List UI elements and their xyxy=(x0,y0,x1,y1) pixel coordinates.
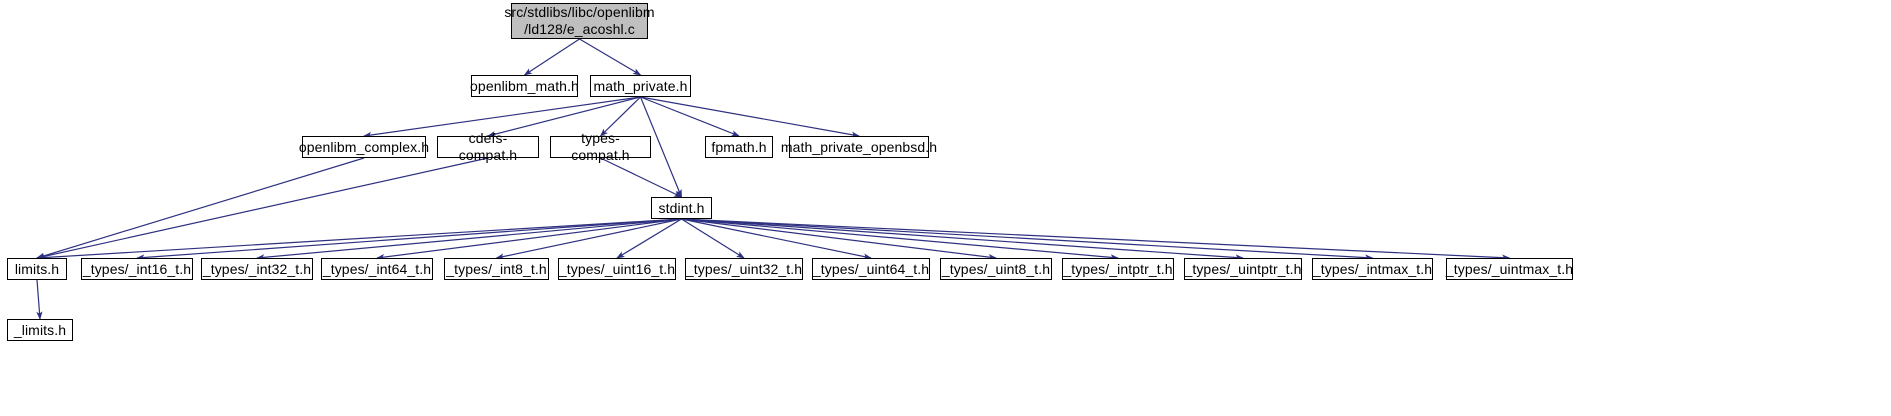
graph-edge-stdint-to-int8 xyxy=(495,218,682,260)
graph-node-label: _types/_uint8_t.h xyxy=(941,260,1051,277)
graph-edge-limits-to-_limits xyxy=(36,279,43,320)
graph-node-label: _types/_int16_t.h xyxy=(82,260,192,277)
graph-node-label: limits.h xyxy=(14,260,60,277)
graph-node-label: _types/_uint32_t.h xyxy=(685,260,803,277)
graph-node-limits[interactable]: limits.h xyxy=(7,258,67,280)
graph-node-label: _types/_intmax_t.h xyxy=(1312,260,1433,277)
graph-edge-stdint-to-int16 xyxy=(136,218,682,261)
graph-node-label: stdint.h xyxy=(658,199,705,216)
graph-node-uintptr[interactable]: _types/_uintptr_t.h xyxy=(1184,258,1302,280)
graph-node-math_private[interactable]: math_private.h xyxy=(590,75,691,97)
graph-node-intmax[interactable]: _types/_intmax_t.h xyxy=(1312,258,1433,280)
graph-edge-types_compat-to-stdint xyxy=(600,157,683,198)
graph-node-types_compat[interactable]: types-compat.h xyxy=(550,130,651,163)
graph-node-label: cdefs-compat.h xyxy=(458,130,518,163)
graph-edge-stdint-to-uint64 xyxy=(681,218,872,260)
graph-edge-openlibm_complex-to-limits xyxy=(36,157,365,259)
graph-node-label: openlibm_math.h xyxy=(470,77,579,94)
graph-node-int32[interactable]: _types/_int32_t.h xyxy=(201,258,313,280)
graph-edge-stdint-to-int64 xyxy=(376,218,682,261)
graph-node-label: openlibm_complex.h xyxy=(298,138,430,155)
graph-node-label: types-compat.h xyxy=(571,130,630,163)
graph-node-uint32[interactable]: _types/_uint32_t.h xyxy=(685,258,803,280)
graph-node-label: _types/_int32_t.h xyxy=(202,260,312,277)
graph-edge-stdint-to-limits xyxy=(36,218,682,261)
graph-edge-stdint-to-uint8 xyxy=(681,218,997,261)
graph-node-_limits[interactable]: _limits.h xyxy=(7,319,73,341)
graph-edge-stdint-to-uintptr xyxy=(681,218,1244,261)
graph-node-label: _types/_intptr_t.h xyxy=(1063,260,1173,277)
graph-node-stdint[interactable]: stdint.h xyxy=(651,197,712,219)
graph-node-math_private_obsd[interactable]: math_private_openbsd.h xyxy=(781,136,937,158)
graph-edge-stdint-to-uint32 xyxy=(681,218,745,259)
graph-node-int64[interactable]: _types/_int64_t.h xyxy=(321,258,433,280)
graph-node-uint16[interactable]: _types/_uint16_t.h xyxy=(558,258,676,280)
graph-node-label: _types/_uint64_t.h xyxy=(812,260,930,277)
graph-node-label: _limits.h xyxy=(13,321,67,338)
graph-edge-stdint-to-intmax xyxy=(681,218,1374,261)
graph-edge-math_private-to-math_private_obsd xyxy=(640,96,860,138)
graph-edge-stdint-to-uintmax xyxy=(681,218,1511,261)
graph-node-uintmax[interactable]: _types/_uintmax_t.h xyxy=(1446,258,1573,280)
graph-node-fpmath[interactable]: fpmath.h xyxy=(705,136,773,158)
graph-node-label: src/stdlibs/libc/openlibm /ld128/e_acosh… xyxy=(504,4,655,37)
graph-node-label: math_private.h xyxy=(593,77,688,94)
graph-node-openlibm_math[interactable]: openlibm_math.h xyxy=(470,75,579,97)
graph-node-intptr[interactable]: _types/_intptr_t.h xyxy=(1062,258,1174,280)
graph-node-uint64[interactable]: _types/_uint64_t.h xyxy=(812,258,930,280)
graph-node-label: _types/_uint16_t.h xyxy=(558,260,676,277)
graph-edge-stdint-to-uint16 xyxy=(616,218,682,259)
graph-node-label: _types/_int8_t.h xyxy=(446,260,547,277)
graph-node-label: _types/_int64_t.h xyxy=(322,260,432,277)
graph-node-label: fpmath.h xyxy=(711,138,767,155)
graph-node-root[interactable]: src/stdlibs/libc/openlibm /ld128/e_acosh… xyxy=(504,3,655,39)
graph-edge-math_private-to-fpmath xyxy=(640,96,740,137)
graph-node-label: math_private_openbsd.h xyxy=(780,138,938,155)
graph-node-label: _types/_uintmax_t.h xyxy=(1445,260,1574,277)
graph-node-int8[interactable]: _types/_int8_t.h xyxy=(444,258,549,280)
graph-edge-root-to-openlibm_math xyxy=(523,38,580,76)
graph-node-uint8[interactable]: _types/_uint8_t.h xyxy=(940,258,1052,280)
graph-node-openlibm_complex[interactable]: openlibm_complex.h xyxy=(299,136,429,158)
graph-edge-root-to-math_private xyxy=(579,38,642,76)
graph-node-int16[interactable]: _types/_int16_t.h xyxy=(81,258,193,280)
graph-edge-stdint-to-int32 xyxy=(256,218,682,261)
graph-node-cdefs_compat[interactable]: cdefs-compat.h xyxy=(437,130,539,163)
graph-edge-cdefs_compat-to-limits xyxy=(36,157,489,260)
graph-node-label: _types/_uintptr_t.h xyxy=(1184,260,1302,277)
graph-edge-stdint-to-intptr xyxy=(681,218,1119,261)
